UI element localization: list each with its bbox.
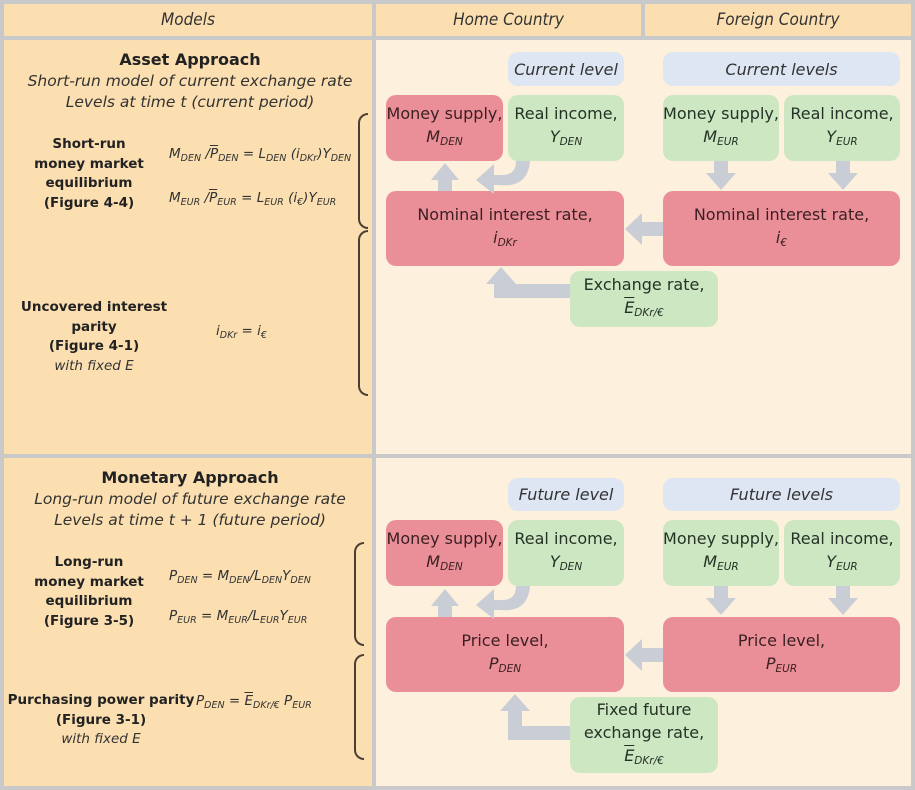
tag-home-future-level: Future level — [508, 478, 624, 511]
label-line: Long-run — [54, 554, 124, 570]
long-run-equilibrium-label: Long-run money market equilibrium (Figur… — [14, 553, 164, 631]
bracket-long-run — [354, 542, 364, 646]
label-line: money market — [34, 573, 144, 590]
box-foreign-money-supply-future: Money supply, MEUR — [663, 520, 779, 586]
equation-interest-parity: iDKr = i€ — [216, 323, 267, 341]
box-home-real-income-future: Real income, YDEN — [508, 520, 624, 586]
monetary-approach-models-panel: Monetary Approach Long-run model of futu… — [4, 458, 372, 786]
box-home-money-supply-future: Money supply, MDEN — [386, 520, 503, 586]
box-home-nominal-interest-rate: Nominal interest rate, iDKr — [386, 191, 624, 266]
uncovered-interest-parity-label: Uncovered interest parity (Figure 4-1) w… — [19, 298, 169, 376]
monetary-approach-subtitle-2: Levels at time t + 1 (future period) — [54, 511, 326, 529]
label-line: equilibrium — [45, 175, 133, 191]
box-home-price-level: Price level, PDEN — [386, 617, 624, 692]
bracket-short-run — [358, 113, 368, 229]
asset-approach-models-panel: Asset Approach Short-run model of curren… — [4, 40, 372, 454]
label-note: with fixed E — [61, 731, 141, 747]
purchasing-power-parity-label: Purchasing power parity (Figure 3-1) wit… — [6, 691, 196, 750]
label-line: Purchasing power parity — [7, 692, 195, 708]
equation-price-level-eur: PEUR = MEUR/LEURYEUR — [169, 608, 308, 626]
asset-approach-title: Asset Approach — [119, 50, 261, 69]
asset-approach-subtitle-1: Short-run model of current exchange rate — [27, 72, 353, 90]
equation-money-market-den: MDEN /PDEN = LDEN (iDKr)YDEN — [169, 146, 352, 164]
box-foreign-money-supply: Money supply, MEUR — [663, 95, 779, 161]
monetary-approach-title: Monetary Approach — [101, 468, 279, 487]
box-exchange-rate: Exchange rate, EDKr/€ — [570, 271, 718, 327]
box-foreign-price-level: Price level, PEUR — [663, 617, 900, 692]
box-home-real-income: Real income, YDEN — [508, 95, 624, 161]
short-run-equilibrium-label: Short-run money market equilibrium (Figu… — [14, 135, 164, 213]
header-models-label: Models — [161, 10, 215, 30]
tag-foreign-future-levels: Future levels — [663, 478, 900, 511]
label-line: (Figure 4-1) — [48, 338, 140, 354]
box-foreign-nominal-interest-rate: Nominal interest rate, i€ — [663, 191, 900, 266]
label-line: (Figure 4-4) — [43, 194, 135, 211]
label-note: with fixed E — [54, 357, 134, 374]
label-line: parity — [71, 318, 117, 335]
bracket-ppp — [354, 654, 364, 760]
tag-home-current-level: Current level — [508, 52, 624, 86]
header-foreign-label: Foreign Country — [716, 10, 840, 30]
equation-money-market-eur: MEUR /PEUR = LEUR (i€)YEUR — [169, 190, 337, 208]
header-foreign-country: Foreign Country — [645, 4, 911, 36]
asset-approach-subtitle-2: Levels at time t (current period) — [65, 93, 315, 111]
label-line: (Figure 3-5) — [43, 612, 135, 629]
header-home-country: Home Country — [376, 4, 641, 36]
bracket-interest-parity — [358, 230, 368, 396]
box-foreign-real-income-future: Real income, YEUR — [784, 520, 900, 586]
box-home-money-supply: Money supply, MDEN — [386, 95, 503, 161]
header-home-label: Home Country — [453, 10, 564, 30]
label-line: Uncovered interest — [20, 299, 168, 315]
box-foreign-real-income: Real income, YEUR — [784, 95, 900, 161]
tag-foreign-current-levels: Current levels — [663, 52, 900, 86]
equation-price-level-den: PDEN = MDEN/LDENYDEN — [169, 568, 311, 586]
monetary-approach-subtitle-1: Long-run model of future exchange rate — [34, 490, 346, 508]
header-models: Models — [4, 4, 372, 36]
box-fixed-future-exchange-rate: Fixed future exchange rate, EDKr/€ — [570, 697, 718, 773]
label-line: money market — [34, 155, 144, 172]
label-line: Short-run — [52, 136, 126, 152]
label-line: (Figure 3-1) — [55, 711, 147, 728]
label-line: equilibrium — [45, 593, 133, 609]
equation-purchasing-power-parity: PDEN = EDKr/€ PEUR — [196, 693, 312, 711]
